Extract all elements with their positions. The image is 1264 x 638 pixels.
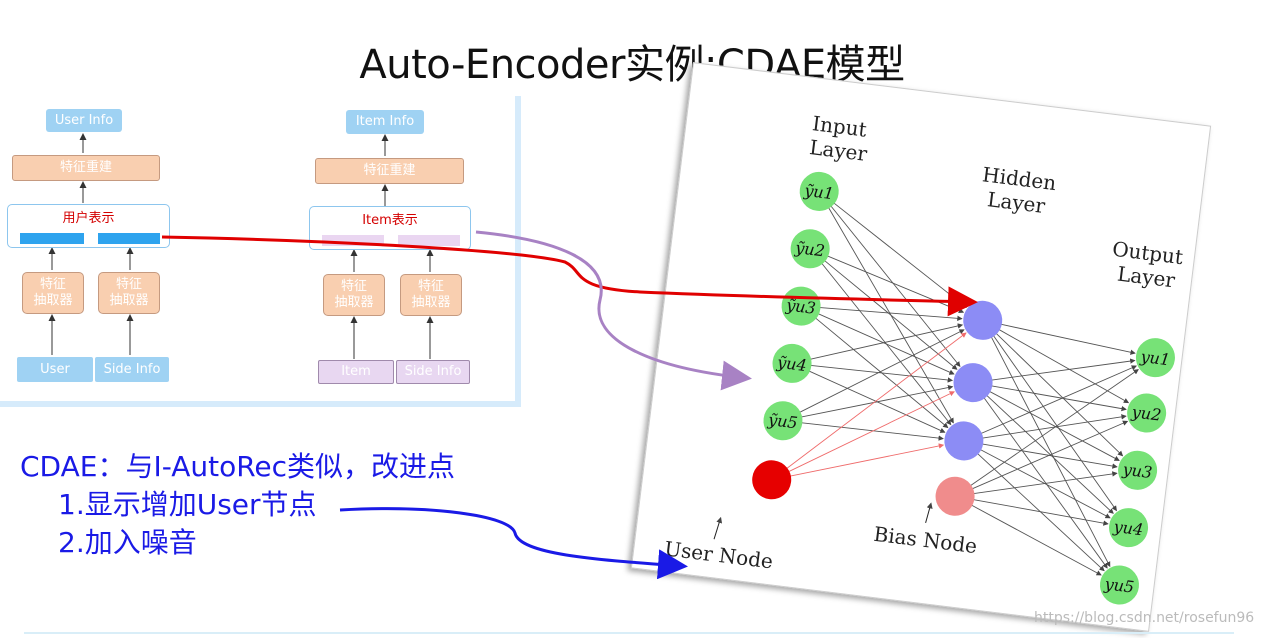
bias-node-pointer — [925, 502, 933, 524]
user-info-box: User Info — [46, 109, 122, 132]
node-label: yu4 — [1112, 517, 1145, 540]
input-node: ỹu2 — [790, 229, 830, 269]
hidden-output-edge — [1001, 323, 1136, 355]
input-node: ỹu1 — [799, 171, 839, 211]
watermark: https://blog.csdn.net/rosefun96 — [1034, 610, 1255, 626]
node-label: ỹu4 — [775, 353, 808, 376]
item-side-info-box: Side Info — [396, 360, 470, 384]
annotation-point-2: 2.加入噪音 — [58, 526, 197, 559]
node-label: yu1 — [1139, 347, 1172, 370]
hidden-output-edge — [991, 358, 1136, 381]
output-node: yu2 — [1127, 393, 1167, 433]
user-side-info-box: Side Info — [95, 357, 169, 382]
user-extractor-left: 特征 抽取器 — [22, 272, 84, 314]
item-input-box: Item — [318, 360, 394, 384]
annotation-point-1: 1.显示增加User节点 — [58, 488, 317, 521]
input-hidden-edge — [824, 260, 958, 370]
node-label: ỹu3 — [784, 295, 817, 318]
user-embedding-bar-left — [20, 233, 84, 244]
node-label: ỹu5 — [766, 410, 799, 433]
network-edges — [786, 202, 1139, 576]
user-node — [752, 460, 792, 500]
user-reconstruct-box: 特征重建 — [12, 155, 160, 181]
hidden-node — [944, 421, 984, 461]
input-node: ỹu5 — [763, 401, 803, 441]
hidden-output-edge — [999, 329, 1130, 404]
bias-output-edge — [970, 369, 1139, 486]
bias-output-edge — [973, 499, 1109, 526]
hidden-output-edge — [981, 365, 1138, 434]
input-hidden-edge — [810, 323, 964, 360]
user-input-box: User — [17, 357, 93, 382]
annotation-main: CDAE：与I-AutoRec类似，改进点 — [20, 450, 456, 483]
hidden-output-edge — [991, 336, 1111, 568]
output-node: yu5 — [1099, 565, 1139, 605]
node-label: yu2 — [1130, 402, 1163, 425]
hidden-output-edge — [986, 395, 1114, 514]
item-extractor-left: 特征 抽取器 — [323, 274, 385, 316]
hidden-node — [953, 363, 993, 403]
input-hidden-edge — [830, 205, 961, 367]
output-node: yu4 — [1109, 508, 1149, 548]
input-hidden-edge — [818, 313, 955, 375]
tower-arrows — [48, 133, 434, 359]
item-embedding-bar-right — [398, 235, 460, 246]
hidden-output-edge — [996, 333, 1124, 457]
item-embedding-bar-left — [322, 235, 384, 246]
user-representation-connector — [161, 235, 978, 317]
output-node: yu3 — [1118, 450, 1158, 490]
node-label: ỹu1 — [802, 181, 835, 204]
item-representation-connector — [475, 230, 752, 391]
bottom-divider — [24, 632, 1234, 634]
bias-output-edge — [973, 471, 1118, 495]
user-node-connector — [339, 507, 688, 580]
output-node: yu1 — [1135, 338, 1175, 378]
two-tower-diagram: User Info 特征重建 用户表示 特征 抽取器 特征 抽取器 User S… — [0, 96, 521, 407]
node-label: yu5 — [1103, 574, 1136, 597]
user-node-pointer — [713, 516, 723, 540]
input-hidden-edge — [799, 329, 965, 413]
bias-output-edge — [972, 420, 1129, 490]
input-hidden-edge — [833, 202, 967, 308]
input-layer-label: InputLayer — [808, 111, 872, 166]
input-hidden-edge — [801, 384, 954, 418]
item-reconstruct-box: 特征重建 — [315, 158, 464, 184]
node-label: ỹu2 — [793, 238, 826, 261]
hidden-output-edge — [989, 391, 1120, 461]
user-extractor-right: 特征 抽取器 — [98, 272, 160, 314]
user-hidden-edge — [790, 443, 945, 477]
user-embedding-bar-right — [98, 233, 160, 244]
input-hidden-edge — [810, 364, 954, 383]
hidden-output-edge — [993, 335, 1117, 512]
network-nodes: ỹu1 ỹu2 ỹu3 ỹu4 ỹu5 yu1 yu2 yu3 yu4 yu5 — [752, 171, 1175, 605]
input-hidden-edge — [819, 307, 963, 322]
hidden-output-edge — [991, 385, 1127, 412]
bias-output-edge — [971, 504, 1102, 576]
user-hidden-edge — [786, 332, 967, 469]
node-label: yu3 — [1121, 459, 1154, 482]
cdae-annotation: CDAE：与I-AutoRec类似，改进点 1.显示增加User节点 2.加入噪… — [20, 448, 455, 562]
item-extractor-right: 特征 抽取器 — [400, 274, 462, 316]
input-node: ỹu4 — [772, 343, 812, 383]
hidden-output-edge — [977, 453, 1105, 572]
input-hidden-edge — [827, 255, 965, 314]
bias-node — [935, 476, 975, 516]
item-info-box: Item Info — [346, 110, 424, 134]
user-hidden-edge — [788, 391, 955, 472]
